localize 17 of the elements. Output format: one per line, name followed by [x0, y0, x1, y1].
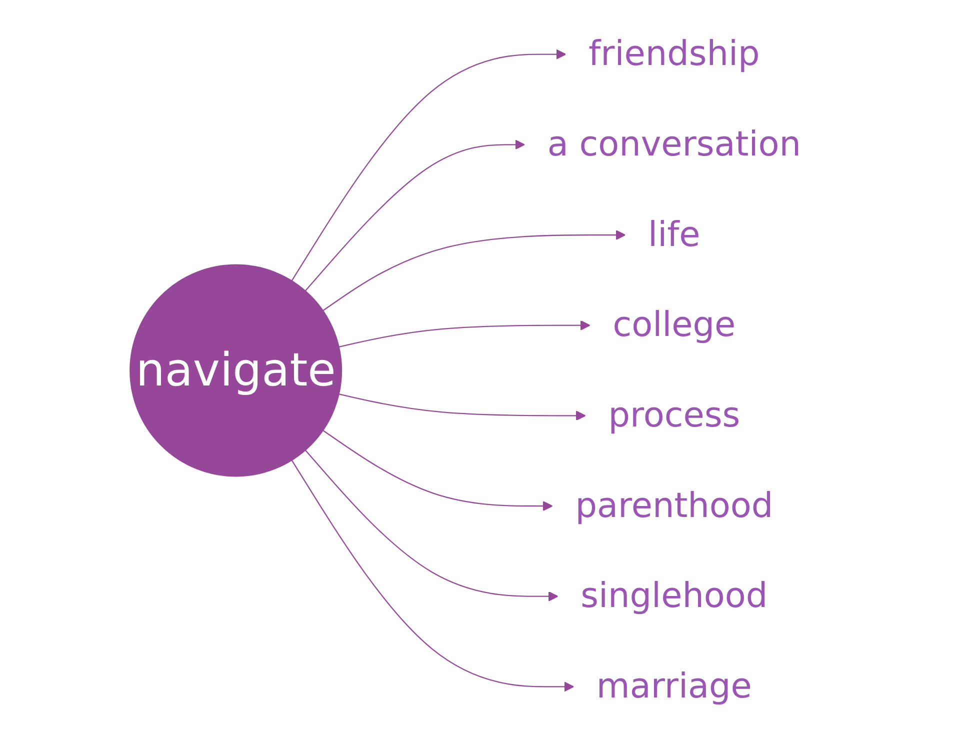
- node-text: a conversation: [547, 124, 801, 165]
- node-text: marriage: [596, 666, 752, 707]
- arrow: [338, 394, 586, 421]
- node-text: college: [612, 305, 736, 346]
- arrow: [304, 140, 525, 292]
- arrow: [338, 320, 590, 348]
- arrow: [291, 460, 574, 692]
- node-text: friendship: [588, 34, 760, 74]
- node-text: life: [648, 214, 700, 256]
- node-text: singlehood: [580, 576, 768, 616]
- arrow: [304, 450, 558, 602]
- node-text: process: [608, 396, 740, 436]
- node-text: parenthood: [575, 486, 774, 526]
- arrow: [322, 430, 553, 512]
- node-circle: navigate: [130, 264, 342, 477]
- arrow: [322, 230, 626, 312]
- arrow: [291, 49, 566, 282]
